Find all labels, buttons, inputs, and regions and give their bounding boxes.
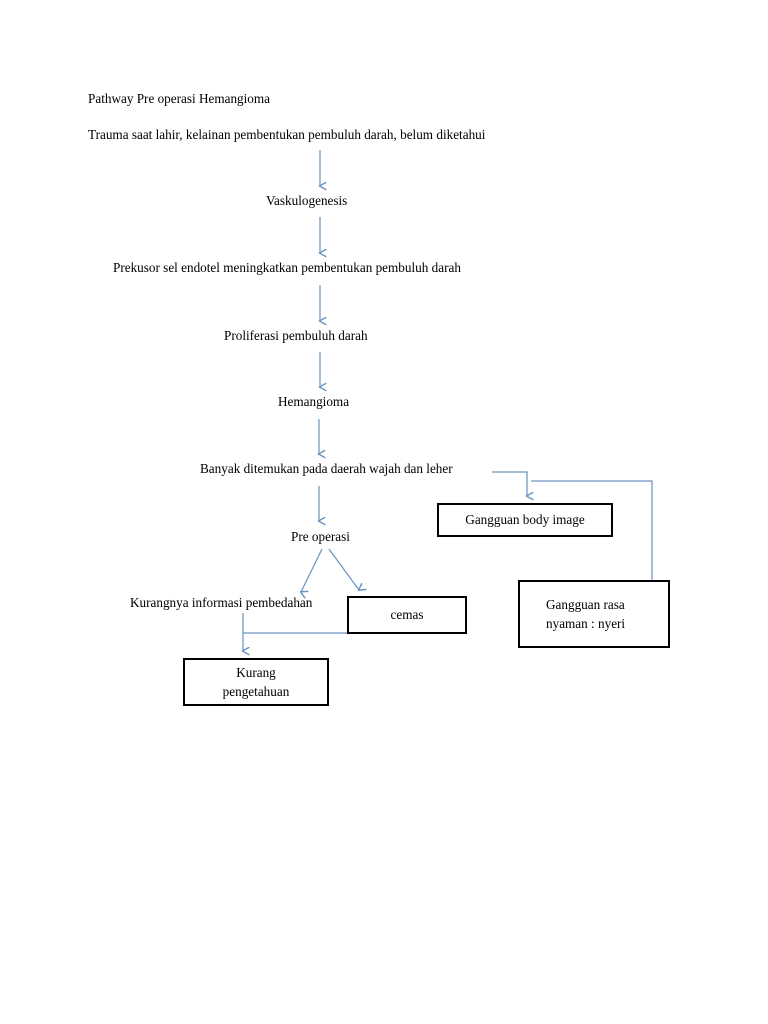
node-banyak-ditemukan: Banyak ditemukan pada daerah wajah dan l… [200,461,453,476]
node-proliferasi: Proliferasi pembuluh darah [224,328,368,343]
edge-preoperasi-kurangnya [301,548,323,592]
node-box-gangguan-rasa-nyaman-line2: nyaman : nyeri [546,616,626,631]
node-trauma: Trauma saat lahir, kelainan pembentukan … [88,127,486,142]
node-kurangnya-informasi: Kurangnya informasi pembedahan [130,595,313,610]
node-hemangioma: Hemangioma [278,394,350,409]
edge-banyak-bodyimage [492,471,527,496]
page-title: Pathway Pre operasi Hemangioma [88,91,271,106]
node-box-kurang-pengetahuan-line2: pengetahuan [222,684,290,699]
node-box-gangguan-body-image[interactable]: Gangguan body image [437,503,613,537]
node-box-kurang-pengetahuan[interactable]: Kurang pengetahuan [183,658,329,706]
node-box-gangguan-body-image-label: Gangguan body image [465,512,585,528]
node-box-gangguan-rasa-nyaman[interactable]: Gangguan rasa nyaman : nyeri [518,580,670,648]
node-box-cemas[interactable]: cemas [347,596,467,634]
node-pre-operasi: Pre operasi [291,529,350,544]
node-vaskulogenesis: Vaskulogenesis [266,193,348,208]
edge-preoperasi-cemas [328,548,359,590]
node-prekusor: Prekusor sel endotel meningkatkan pemben… [113,260,461,275]
node-box-kurang-pengetahuan-line1: Kurang [236,664,276,680]
node-box-cemas-label: cemas [390,607,424,623]
node-box-gangguan-rasa-nyaman-line1: Gangguan rasa [546,596,625,612]
